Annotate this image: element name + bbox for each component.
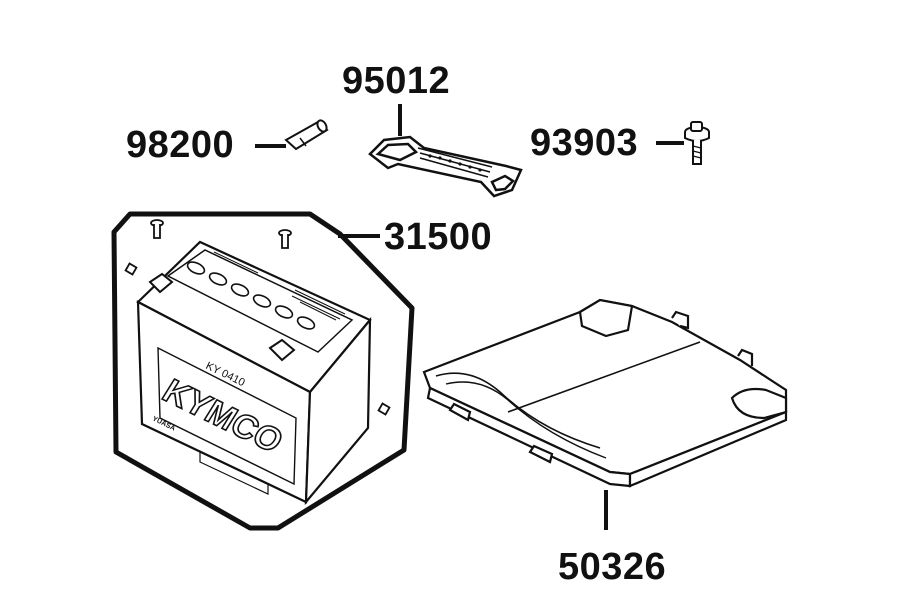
battery-icon xyxy=(136,240,372,506)
part-number-fuse: 98200 xyxy=(126,124,235,166)
battery-group-outline xyxy=(111,211,415,531)
terminal-screw-icon xyxy=(124,219,391,416)
part-number-bolt: 93903 xyxy=(530,122,639,164)
part-number-battery: 31500 xyxy=(384,216,493,258)
fuse-icon xyxy=(284,119,329,151)
part-number-battery-cover: 50326 xyxy=(558,546,667,588)
battery-cover-icon xyxy=(422,298,788,488)
part-number-strap: 95012 xyxy=(342,60,451,102)
bolt-icon xyxy=(684,121,710,165)
strap-icon xyxy=(368,135,523,198)
